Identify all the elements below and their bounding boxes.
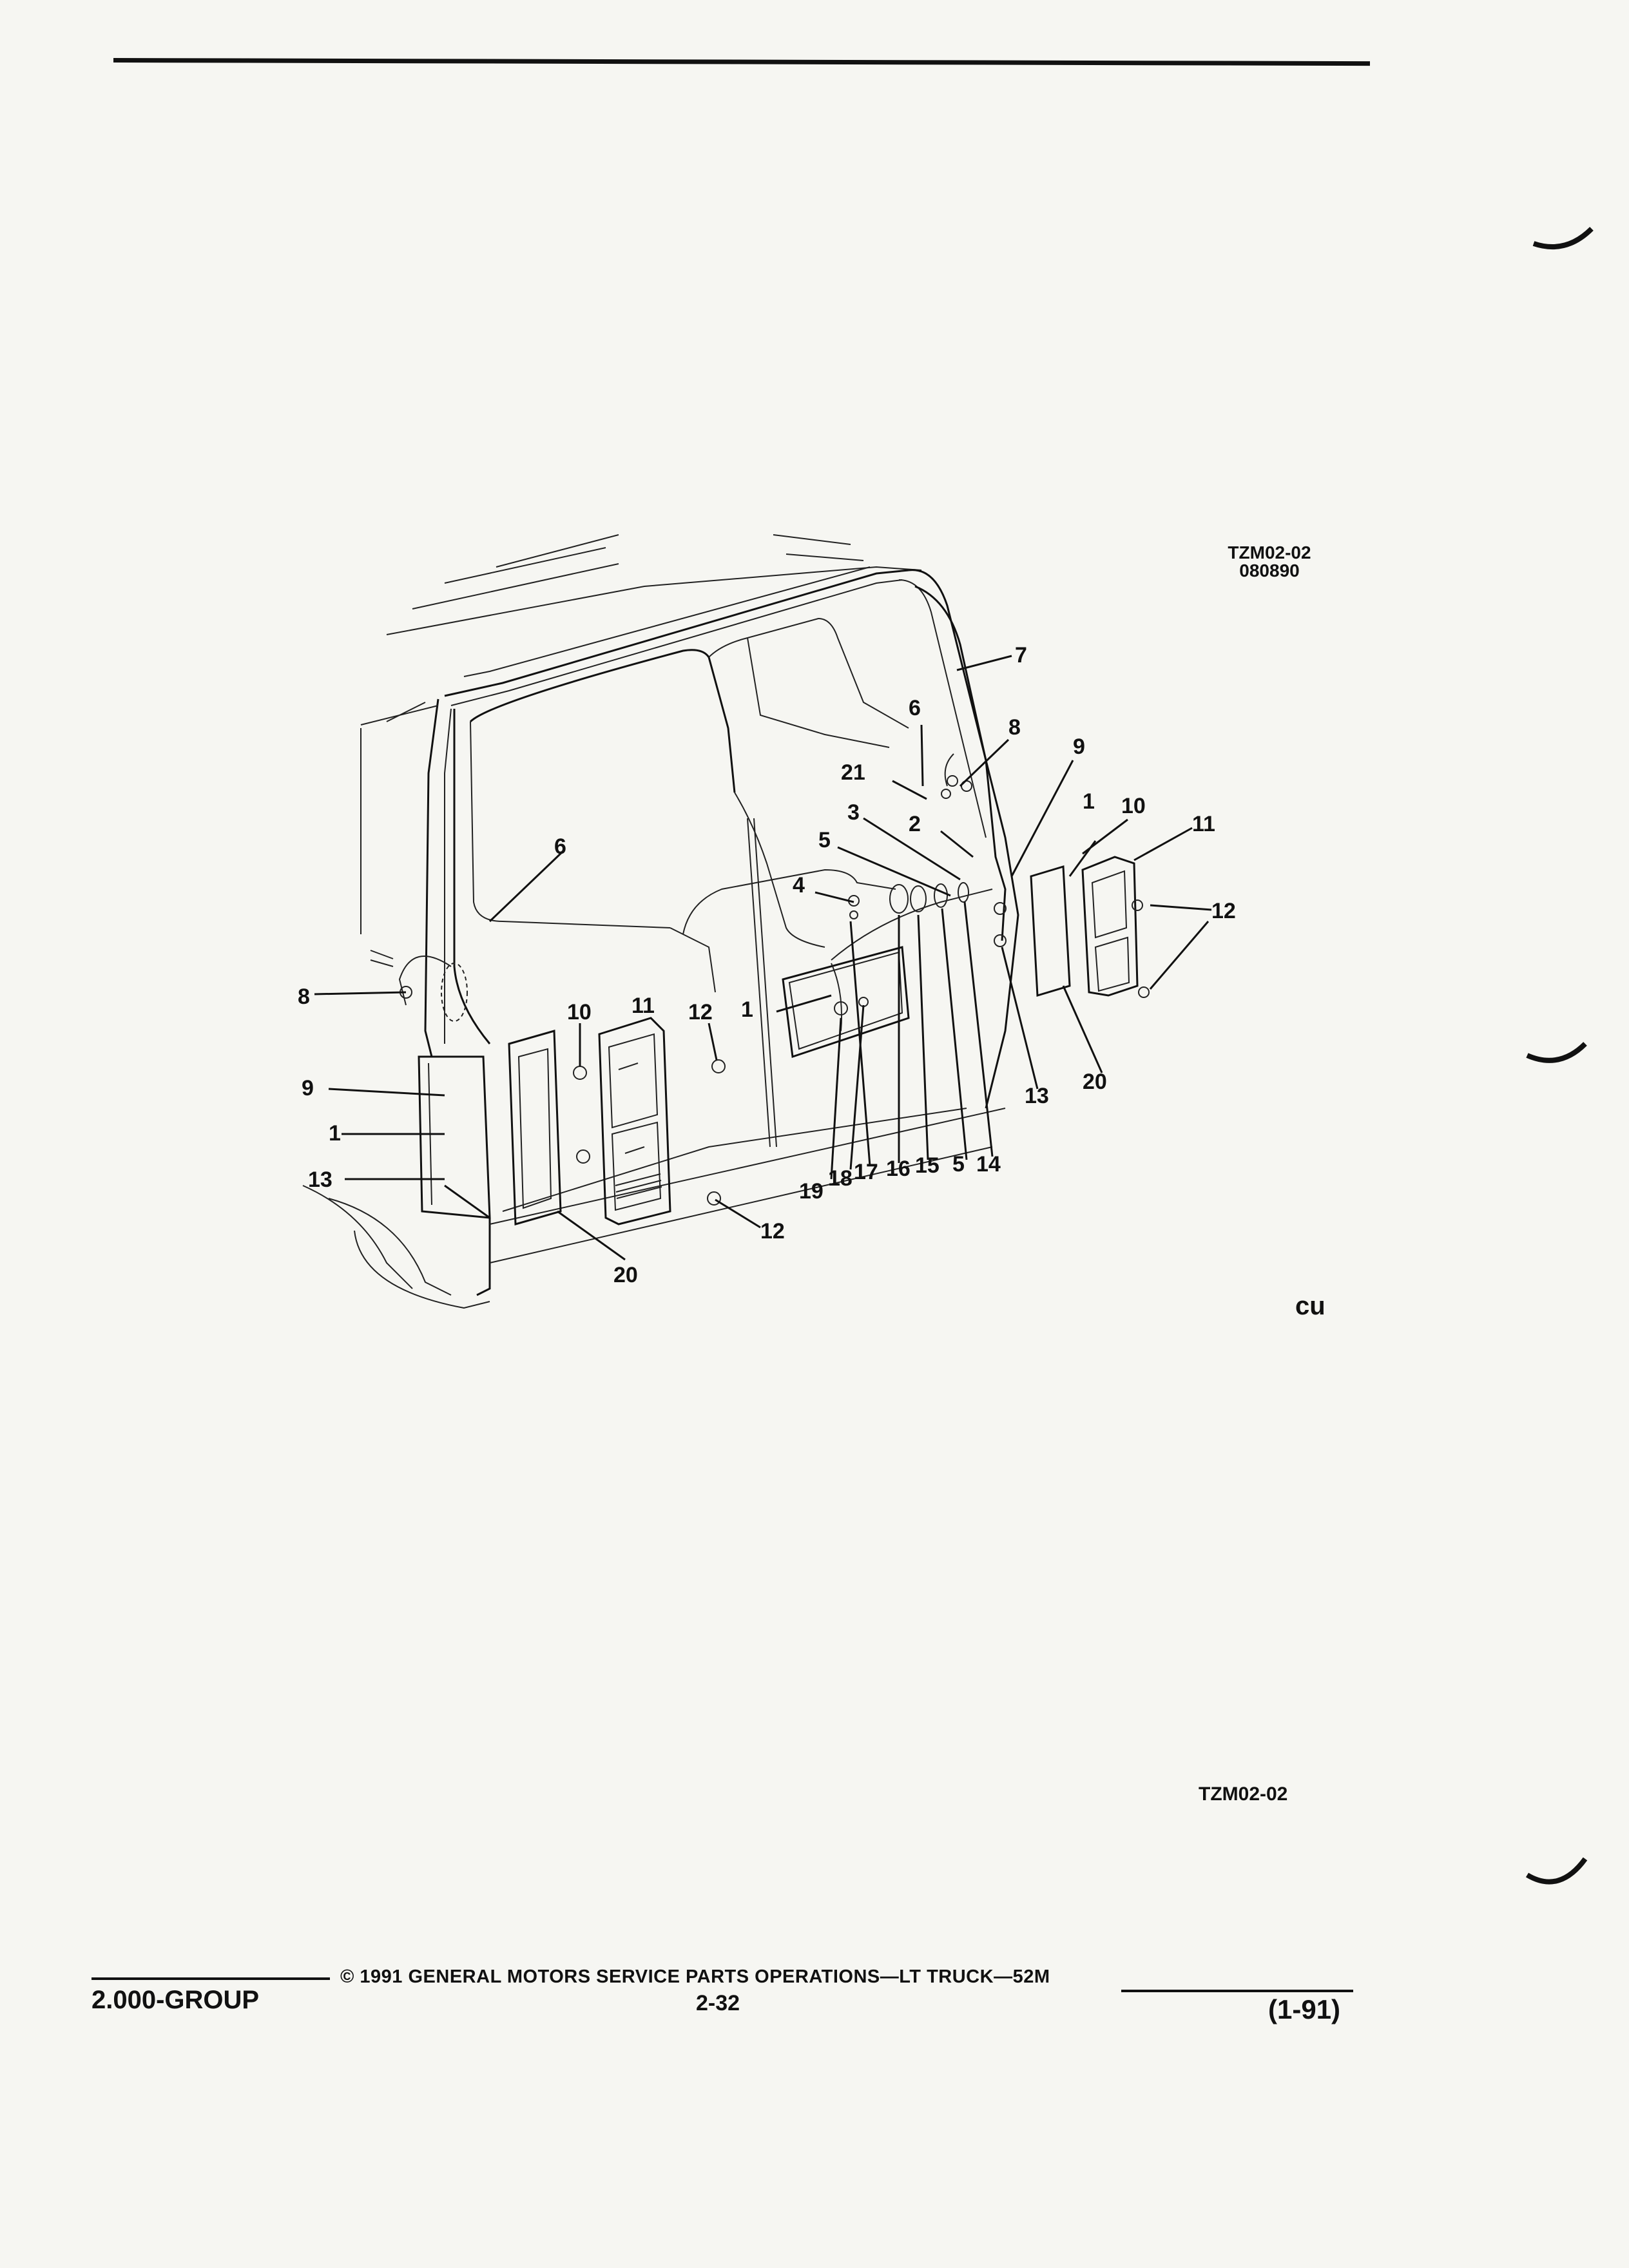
callout-17: 17 (854, 1160, 878, 1184)
footer-group: 2.000-GROUP (92, 1986, 260, 2014)
callout-13-left: 13 (308, 1168, 333, 1192)
callout-6-left: 6 (554, 834, 566, 859)
callout-1-center: 1 (741, 997, 753, 1022)
callout-10-right: 10 (1121, 794, 1146, 818)
hole-punch-bottom (1525, 1857, 1588, 1885)
callout-9-right: 9 (1073, 735, 1085, 759)
callout-12-bottom: 12 (760, 1219, 785, 1244)
callout-5-upper: 5 (818, 828, 831, 852)
callout-20-right: 20 (1083, 1070, 1107, 1094)
exploded-parts-diagram: 7 6 8 9 21 3 2 1 10 11 5 4 6 12 8 10 11 … (298, 534, 1236, 1309)
callout-5-lower: 5 (952, 1152, 965, 1177)
callout-7: 7 (1015, 643, 1027, 668)
callout-11-right: 11 (1192, 812, 1215, 836)
callout-15: 15 (915, 1153, 940, 1178)
callout-20-left: 20 (613, 1263, 638, 1287)
vehicle-body-outline (302, 534, 1019, 1309)
footer-date-code: (1-91) (1268, 1994, 1341, 2024)
leader-lines (314, 655, 1212, 1261)
callout-numbers: 7 6 8 9 21 3 2 1 10 11 5 4 6 12 8 10 11 … (298, 643, 1236, 1287)
corner-mark: cu (1295, 1292, 1325, 1320)
callout-9-left: 9 (302, 1076, 314, 1100)
right-tail-lamp-assembly (994, 856, 1150, 998)
callout-11-left: 11 (631, 994, 655, 1018)
footer-rule-right (1121, 1990, 1353, 1992)
callout-14: 14 (976, 1152, 1001, 1177)
footer-copyright: © 1991 GENERAL MOTORS SERVICE PARTS OPER… (340, 1966, 1050, 1987)
figure-id-footer: TZM02-02 (1199, 1783, 1288, 1805)
footer-page-number: 2-32 (696, 1991, 740, 2015)
callout-19: 19 (799, 1179, 824, 1204)
callout-18: 18 (828, 1166, 853, 1191)
callout-1-right: 1 (1083, 789, 1095, 814)
callout-3: 3 (847, 800, 860, 825)
callout-2: 2 (909, 812, 921, 836)
left-tail-lamp-assembly (508, 1017, 726, 1225)
callout-21: 21 (841, 760, 865, 785)
license-lamp-parts (834, 882, 969, 1015)
figure-id: TZM02-02 (1228, 543, 1311, 562)
callout-12-right: 12 (1211, 899, 1236, 923)
callout-8-left: 8 (298, 985, 310, 1009)
callout-10-left: 10 (567, 1000, 592, 1024)
callout-6-upper: 6 (909, 696, 921, 720)
figure-date: 080890 (1239, 561, 1300, 581)
callout-12-left: 12 (688, 1000, 713, 1024)
callout-16: 16 (886, 1157, 911, 1181)
footer-rule-left (92, 1977, 330, 1980)
callout-8-right: 8 (1008, 715, 1021, 740)
callout-1-left: 1 (329, 1121, 341, 1146)
hole-punch-top (1532, 227, 1594, 250)
callout-4: 4 (793, 873, 805, 898)
hole-punch-middle (1526, 1042, 1587, 1063)
hole-punch-marks (1525, 227, 1594, 1885)
callout-13-right: 13 (1025, 1084, 1049, 1108)
